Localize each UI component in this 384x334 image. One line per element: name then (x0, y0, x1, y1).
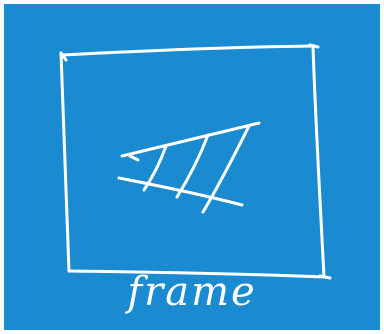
frame-sketch (0, 0, 384, 334)
sketch-card: frame (0, 0, 384, 334)
